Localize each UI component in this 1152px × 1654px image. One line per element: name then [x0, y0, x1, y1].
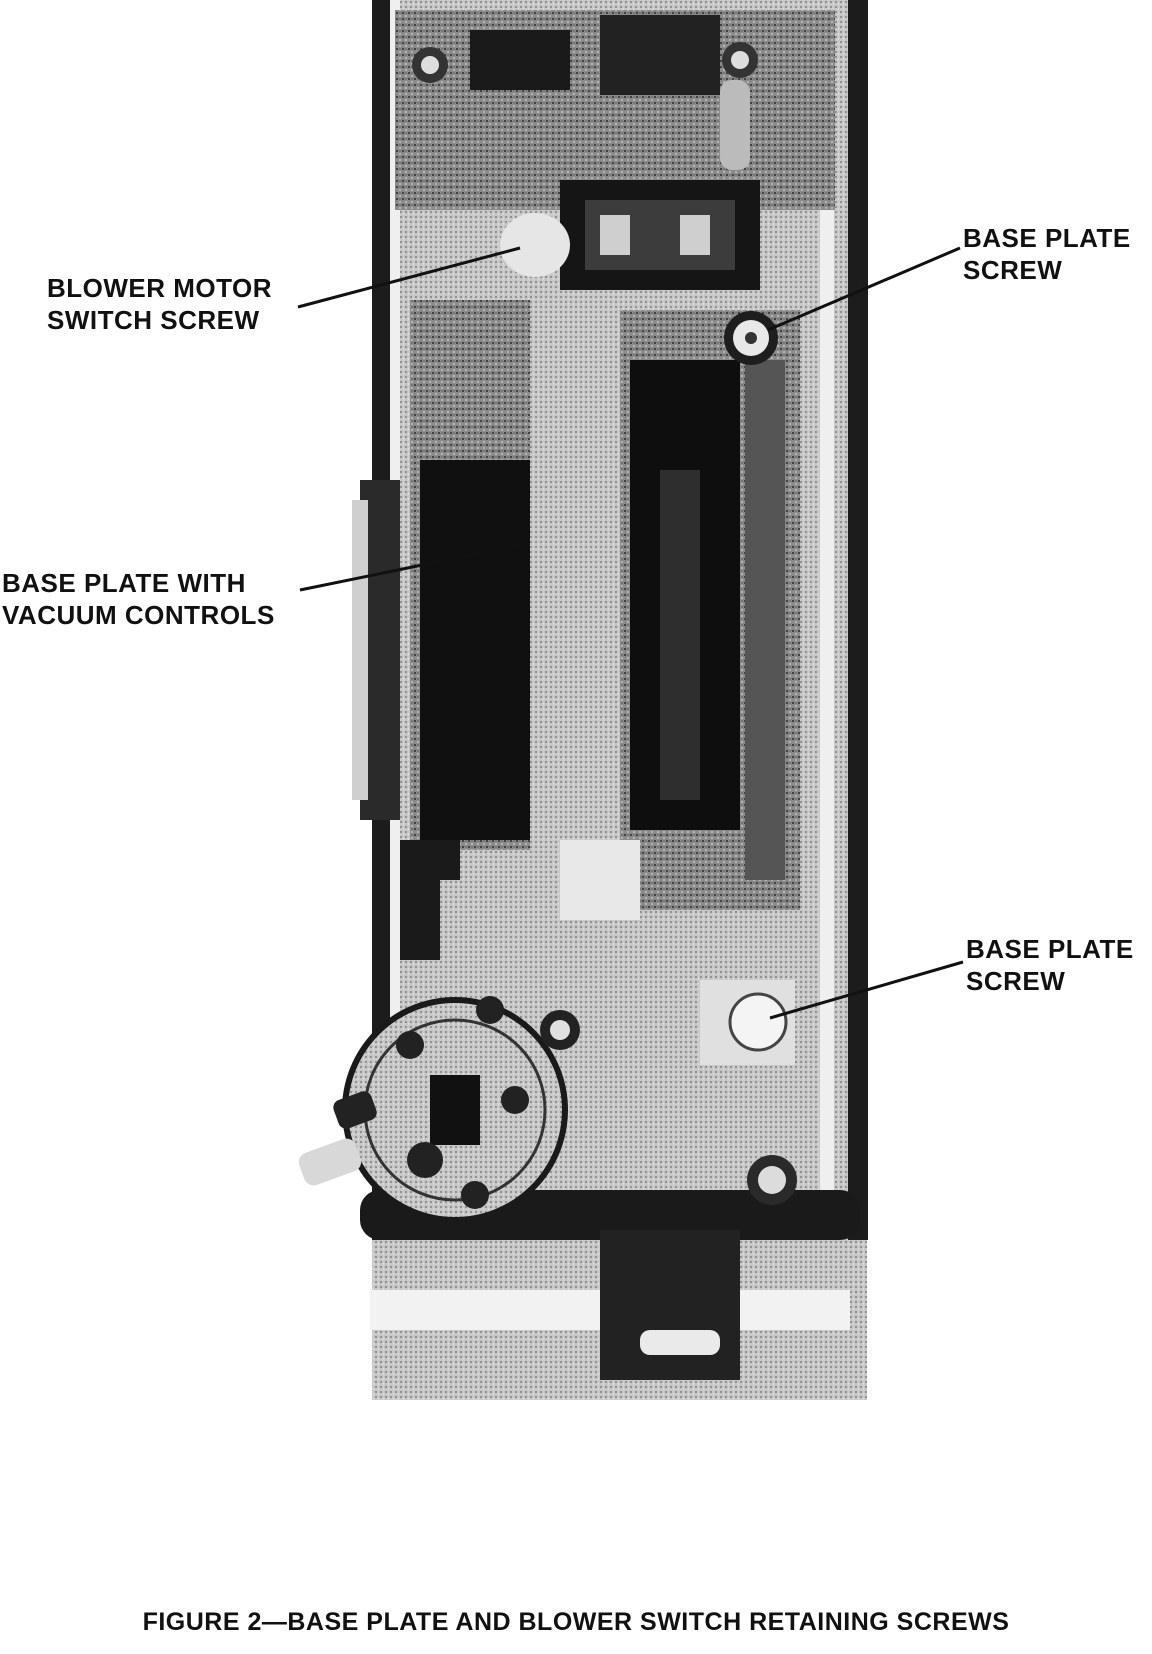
slider-channels [352, 300, 800, 970]
label-base-plate-screw-top: BASE PLATE SCREW [963, 223, 1131, 285]
leader-lines [297, 246, 964, 1020]
leader-blower-motor-switch-screw [297, 246, 521, 309]
base-plate-screw-bottom-head [730, 994, 786, 1050]
screws [700, 311, 797, 1205]
figure-caption: FIGURE 2—BASE PLATE AND BLOWER SWITCH RE… [142, 1608, 1010, 1636]
top-mechanism [395, 10, 835, 290]
leader-base-plate-screw-top [767, 246, 961, 332]
label-blower-motor-switch-screw: BLOWER MOTOR SWITCH SCREW [47, 273, 273, 335]
label-base-plate-with-vacuum-controls: BASE PLATE WITH VACUUM CONTROLS [2, 568, 275, 630]
leader-base-plate-screw-bottom [769, 960, 964, 1020]
blower-switch [298, 996, 580, 1223]
leader-base-plate-with-vacuum-controls [299, 543, 521, 592]
label-base-plate-screw-bottom: BASE PLATE SCREW [966, 934, 1134, 996]
